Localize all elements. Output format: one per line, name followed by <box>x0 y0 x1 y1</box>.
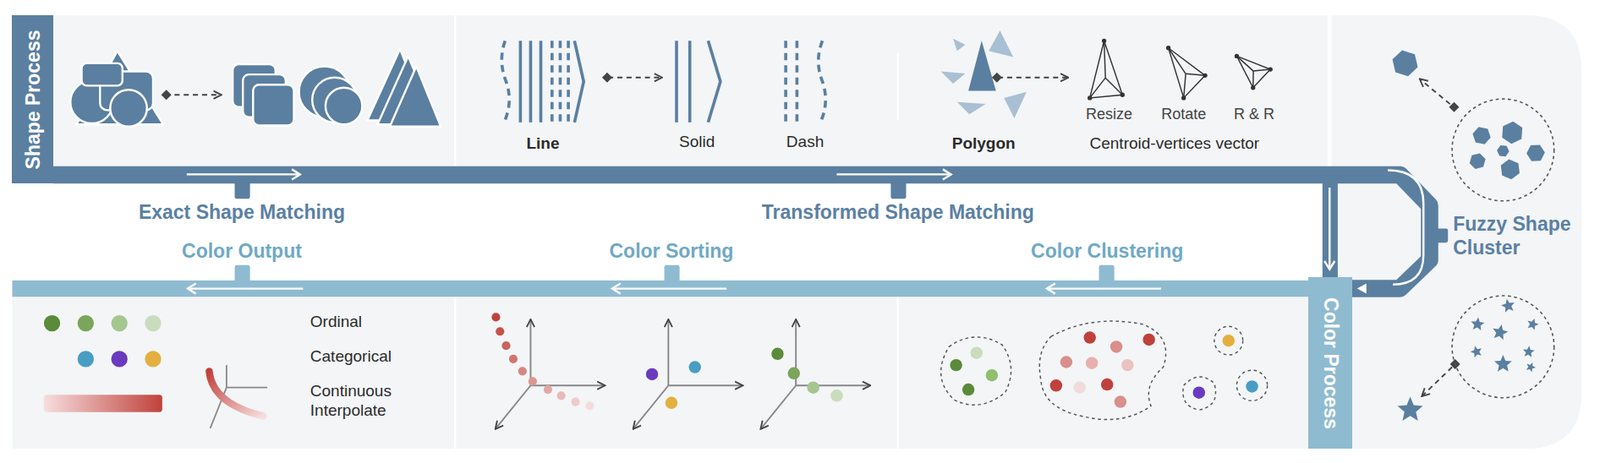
stage-label: Color Clustering <box>1030 240 1184 264</box>
color-output-icons <box>43 315 268 429</box>
axes <box>495 320 870 429</box>
band-title: Color Process <box>1318 297 1342 430</box>
sub-label: Solid <box>679 131 715 152</box>
bottom-panel <box>11 296 1310 450</box>
line-icons <box>501 40 826 123</box>
sub-label: Line <box>526 134 559 154</box>
stage-label: Transformed Shape Matching <box>761 201 1035 225</box>
sub-label: Rotate <box>1161 106 1206 126</box>
color-process-band: Color Process <box>1308 277 1353 450</box>
shape-icons <box>70 49 441 127</box>
sub-label: Polygon <box>952 134 1016 154</box>
sorted-dots <box>491 312 594 411</box>
shape-process-band: Shape Process <box>11 15 53 184</box>
fuzzy-shapes <box>1392 50 1546 422</box>
arrowhead <box>1357 283 1367 294</box>
band-title: Shape Process <box>21 29 44 170</box>
color-pipe <box>11 280 1313 297</box>
sub-label: Dash <box>786 131 824 152</box>
stage-label: Exact Shape Matching <box>138 201 346 225</box>
sub-label: R & R <box>1233 106 1275 126</box>
sub-label: Centroid-vertices vector <box>1090 134 1261 154</box>
centroid-vectors <box>1088 38 1272 99</box>
stage-label: Fuzzy Shape Cluster <box>1452 213 1580 260</box>
right-panel <box>1331 15 1583 450</box>
sorted-dots <box>646 348 844 410</box>
stage-label: Color Sorting <box>608 240 734 264</box>
sub-label: Resize <box>1085 106 1133 126</box>
top-panel <box>53 15 1332 169</box>
sub-label: Categorical <box>310 347 392 368</box>
polygon-icons <box>941 30 1027 119</box>
sub-label: Ordinal <box>310 312 362 333</box>
sub-label: Continuous Interpolate <box>310 383 417 422</box>
down-pipe <box>1322 179 1338 282</box>
cluster-outlines <box>941 321 1268 420</box>
cluster-dots <box>949 331 1258 409</box>
stage-label: Color Output <box>181 240 302 264</box>
pipeline-connector <box>53 175 1431 290</box>
